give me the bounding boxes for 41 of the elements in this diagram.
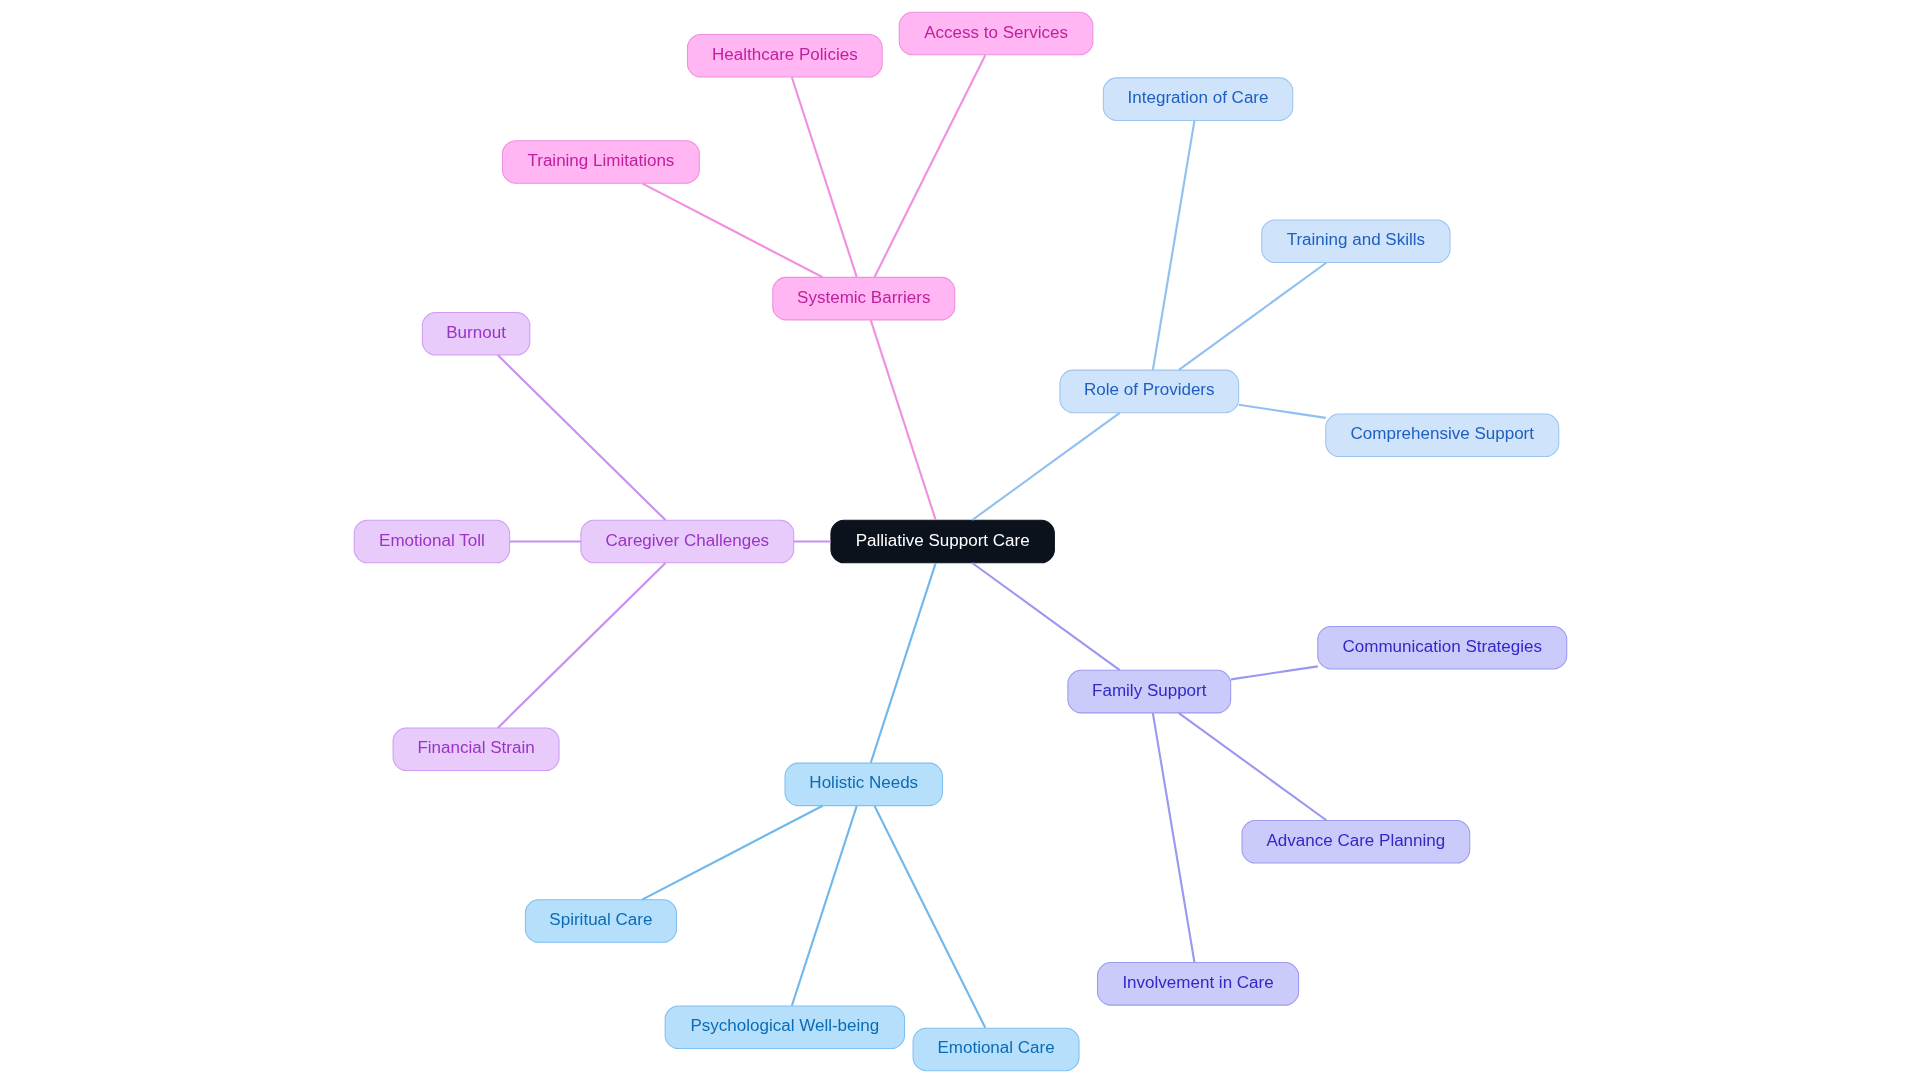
- connector: [793, 540, 831, 543]
- node-box: Caregiver Challenges: [579, 519, 794, 564]
- node-box: Training Limitations: [501, 140, 700, 184]
- node-box: Healthcare Policies: [686, 33, 883, 78]
- connector: [641, 804, 823, 901]
- connector: [496, 562, 666, 729]
- node-box: Involvement in Care: [1096, 962, 1299, 1006]
- node-box: Psychological Well-being: [664, 1005, 905, 1050]
- connector: [641, 182, 823, 279]
- node-box: Holistic Needs: [784, 762, 943, 807]
- connector: [1177, 712, 1327, 822]
- node-box: Role of Providers: [1058, 369, 1239, 414]
- node-box: Spiritual Care: [524, 899, 677, 943]
- node-box: Burnout: [421, 311, 530, 356]
- node-box: Palliative Support Care: [829, 519, 1055, 564]
- connector: [496, 354, 666, 521]
- node-box: Communication Strategies: [1316, 625, 1567, 670]
- connector: [509, 540, 581, 543]
- node-box: Access to Services: [898, 11, 1093, 56]
- node-box: Integration of Care: [1102, 77, 1293, 121]
- node-box: Advance Care Planning: [1241, 819, 1470, 864]
- connector: [1151, 712, 1195, 963]
- connector: [869, 319, 937, 521]
- connector: [869, 562, 937, 764]
- node-box: Emotional Toll: [353, 519, 510, 564]
- node-box: Systemic Barriers: [771, 276, 955, 321]
- connector: [790, 805, 858, 1007]
- connector: [1177, 261, 1327, 371]
- connector: [1230, 665, 1318, 681]
- node-box: Training and Skills: [1260, 219, 1451, 264]
- connector: [971, 562, 1120, 671]
- connector: [1151, 120, 1195, 371]
- node-box: Emotional Care: [912, 1027, 1080, 1072]
- node-box: Comprehensive Support: [1324, 413, 1559, 458]
- connector: [1238, 403, 1326, 419]
- connector: [790, 76, 858, 278]
- node-box: Family Support: [1066, 669, 1231, 714]
- connector: [873, 805, 986, 1029]
- connector: [971, 412, 1120, 521]
- connector: [873, 54, 986, 278]
- node-box: Financial Strain: [392, 727, 560, 772]
